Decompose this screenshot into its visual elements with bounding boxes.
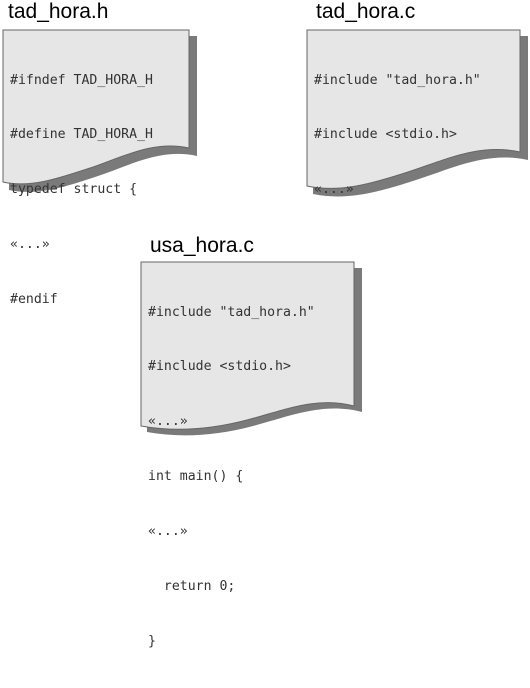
code-line: typedef struct {	[10, 182, 138, 198]
code-line: #include <stdio.h>	[314, 127, 457, 143]
page-outline	[2, 29, 190, 185]
code-line: #include "tad_hora.h"	[314, 72, 481, 88]
doc-title-tad-hora-h: tad_hora.h	[8, 0, 109, 23]
code-line: }	[148, 633, 156, 649]
code-line: #ifndef TAD_HORA_H	[10, 72, 153, 88]
code-line: #include <stdio.h>	[148, 359, 291, 375]
page-shape	[306, 29, 528, 197]
code-line: int main() {	[148, 469, 244, 485]
document-tad-hora-h: #ifndef TAD_HORA_H #define TAD_HORA_H ty…	[2, 29, 197, 307]
code-line: #endif	[10, 292, 58, 308]
page-outline	[140, 261, 355, 430]
code-line: return 0;	[148, 579, 236, 595]
code-line: «...»	[148, 414, 188, 430]
code-line: «...»	[10, 237, 50, 253]
document-usa-hora-c: #include "tad_hora.h" #include <stdio.h>…	[140, 261, 362, 649]
doc-title-tad-hora-c: tad_hora.c	[316, 0, 416, 23]
document-tad-hora-c: #include "tad_hora.h" #include <stdio.h>…	[306, 29, 528, 204]
code-line: «...»	[148, 524, 188, 540]
code-line: «...»	[314, 182, 354, 198]
page-shape	[140, 261, 362, 436]
doc-title-usa-hora-c: usa_hora.c	[150, 234, 254, 257]
code-line: #include "tad_hora.h"	[148, 304, 315, 320]
page-outline	[306, 29, 521, 189]
page-shape	[2, 29, 197, 192]
code-line: #define TAD_HORA_H	[10, 127, 153, 143]
